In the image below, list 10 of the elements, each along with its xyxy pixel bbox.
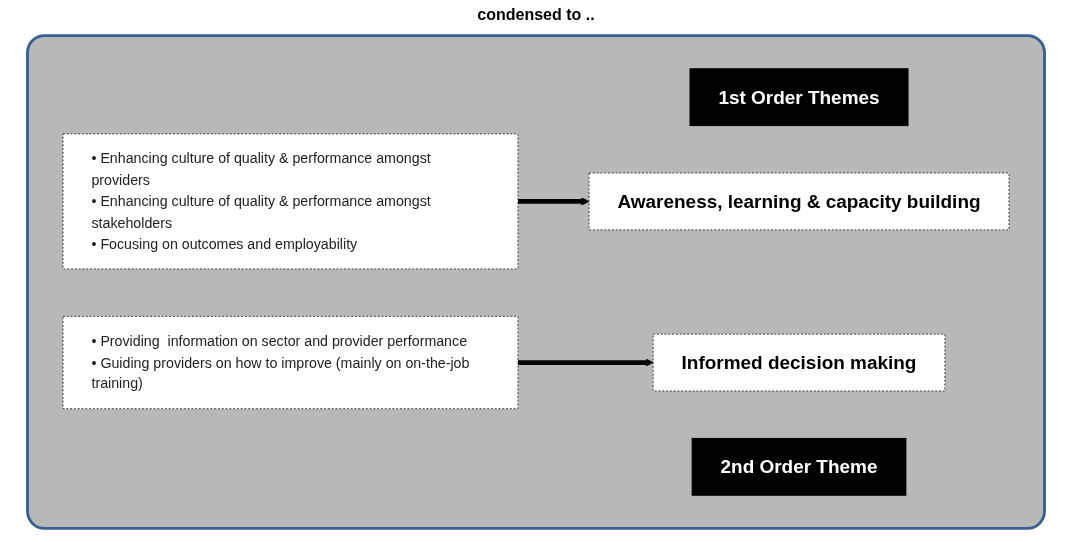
- node-box: • Enhancing culture of quality & performance amongst providers • Enhancing culture of quality & performance amongst stakeholders • Focusing on outcomes and employability: [62, 133, 519, 270]
- node-box: Awareness, learning & capacity building: [588, 172, 1010, 231]
- node-box: • Providing information on sector and provider performance • Guiding providers on how to improve (mainly on on-the-job training): [62, 315, 519, 410]
- node-box: 2nd Order Theme: [691, 437, 907, 496]
- cluster: [26, 34, 1046, 530]
- arrow: [517, 358, 654, 367]
- arrow: [517, 197, 590, 206]
- node-box: Informed decision making: [652, 333, 946, 392]
- note-text: condensed to ..: [477, 6, 595, 24]
- node-box: 1st Order Themes: [689, 68, 909, 127]
